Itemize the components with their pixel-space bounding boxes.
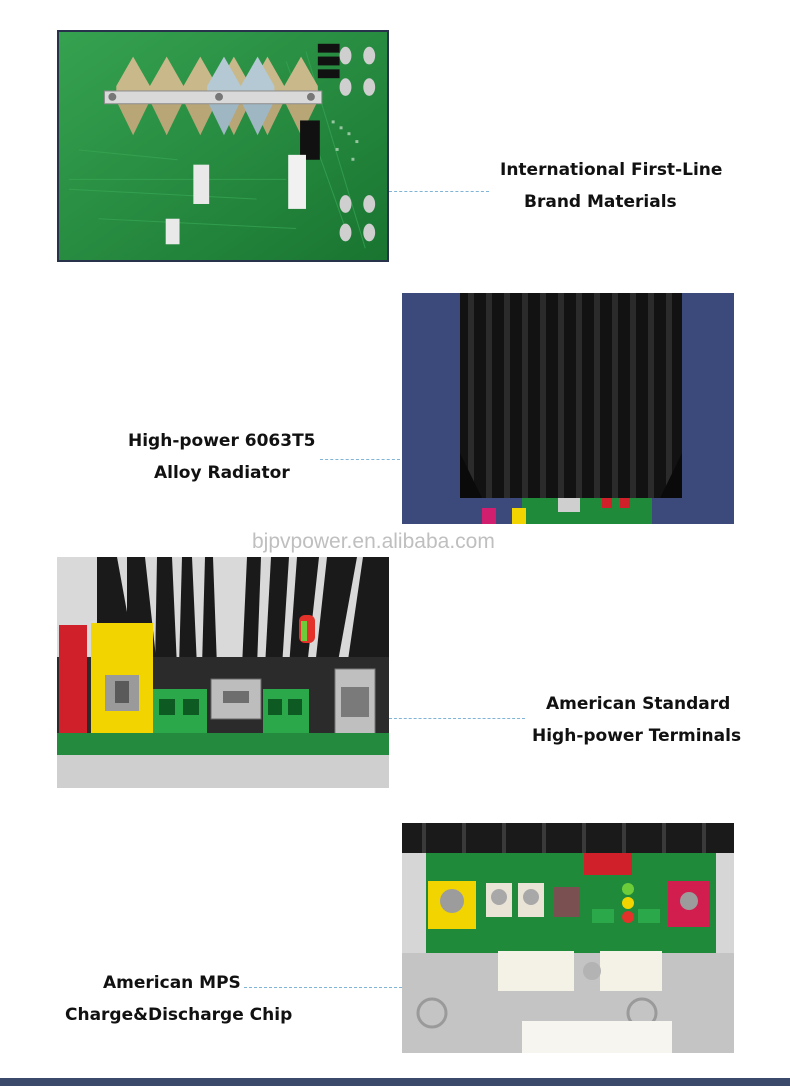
feature-line: High-power 6063T5 <box>128 431 316 451</box>
controller-board-photo <box>402 823 734 1053</box>
feature-line: High-power Terminals <box>532 726 742 746</box>
pcb-board-photo <box>57 30 389 262</box>
leader-line <box>244 987 402 988</box>
leader-line <box>389 718 525 719</box>
leader-line <box>389 191 489 192</box>
feature-label-materials: International First-Line Brand Materials <box>500 154 722 218</box>
feature-line: American MPS <box>103 973 241 993</box>
feature-label-chip: American MPS Charge&Discharge Chip <box>65 967 292 1031</box>
watermark: bjpvpower.en.alibaba.com <box>252 530 495 553</box>
heatsink-radiator-photo <box>402 293 734 524</box>
leader-line <box>320 459 400 460</box>
feature-line: American Standard <box>546 694 731 714</box>
feature-label-terminals: American Standard High-power Terminals <box>532 688 741 752</box>
terminals-photo <box>57 557 389 788</box>
feature-line: Alloy Radiator <box>154 463 290 483</box>
bottom-bar <box>0 1078 790 1086</box>
feature-line: International First-Line <box>500 160 723 180</box>
feature-label-radiator: High-power 6063T5 Alloy Radiator <box>128 425 316 489</box>
feature-line: Charge&Discharge Chip <box>65 1005 293 1025</box>
feature-line: Brand Materials <box>524 192 677 212</box>
